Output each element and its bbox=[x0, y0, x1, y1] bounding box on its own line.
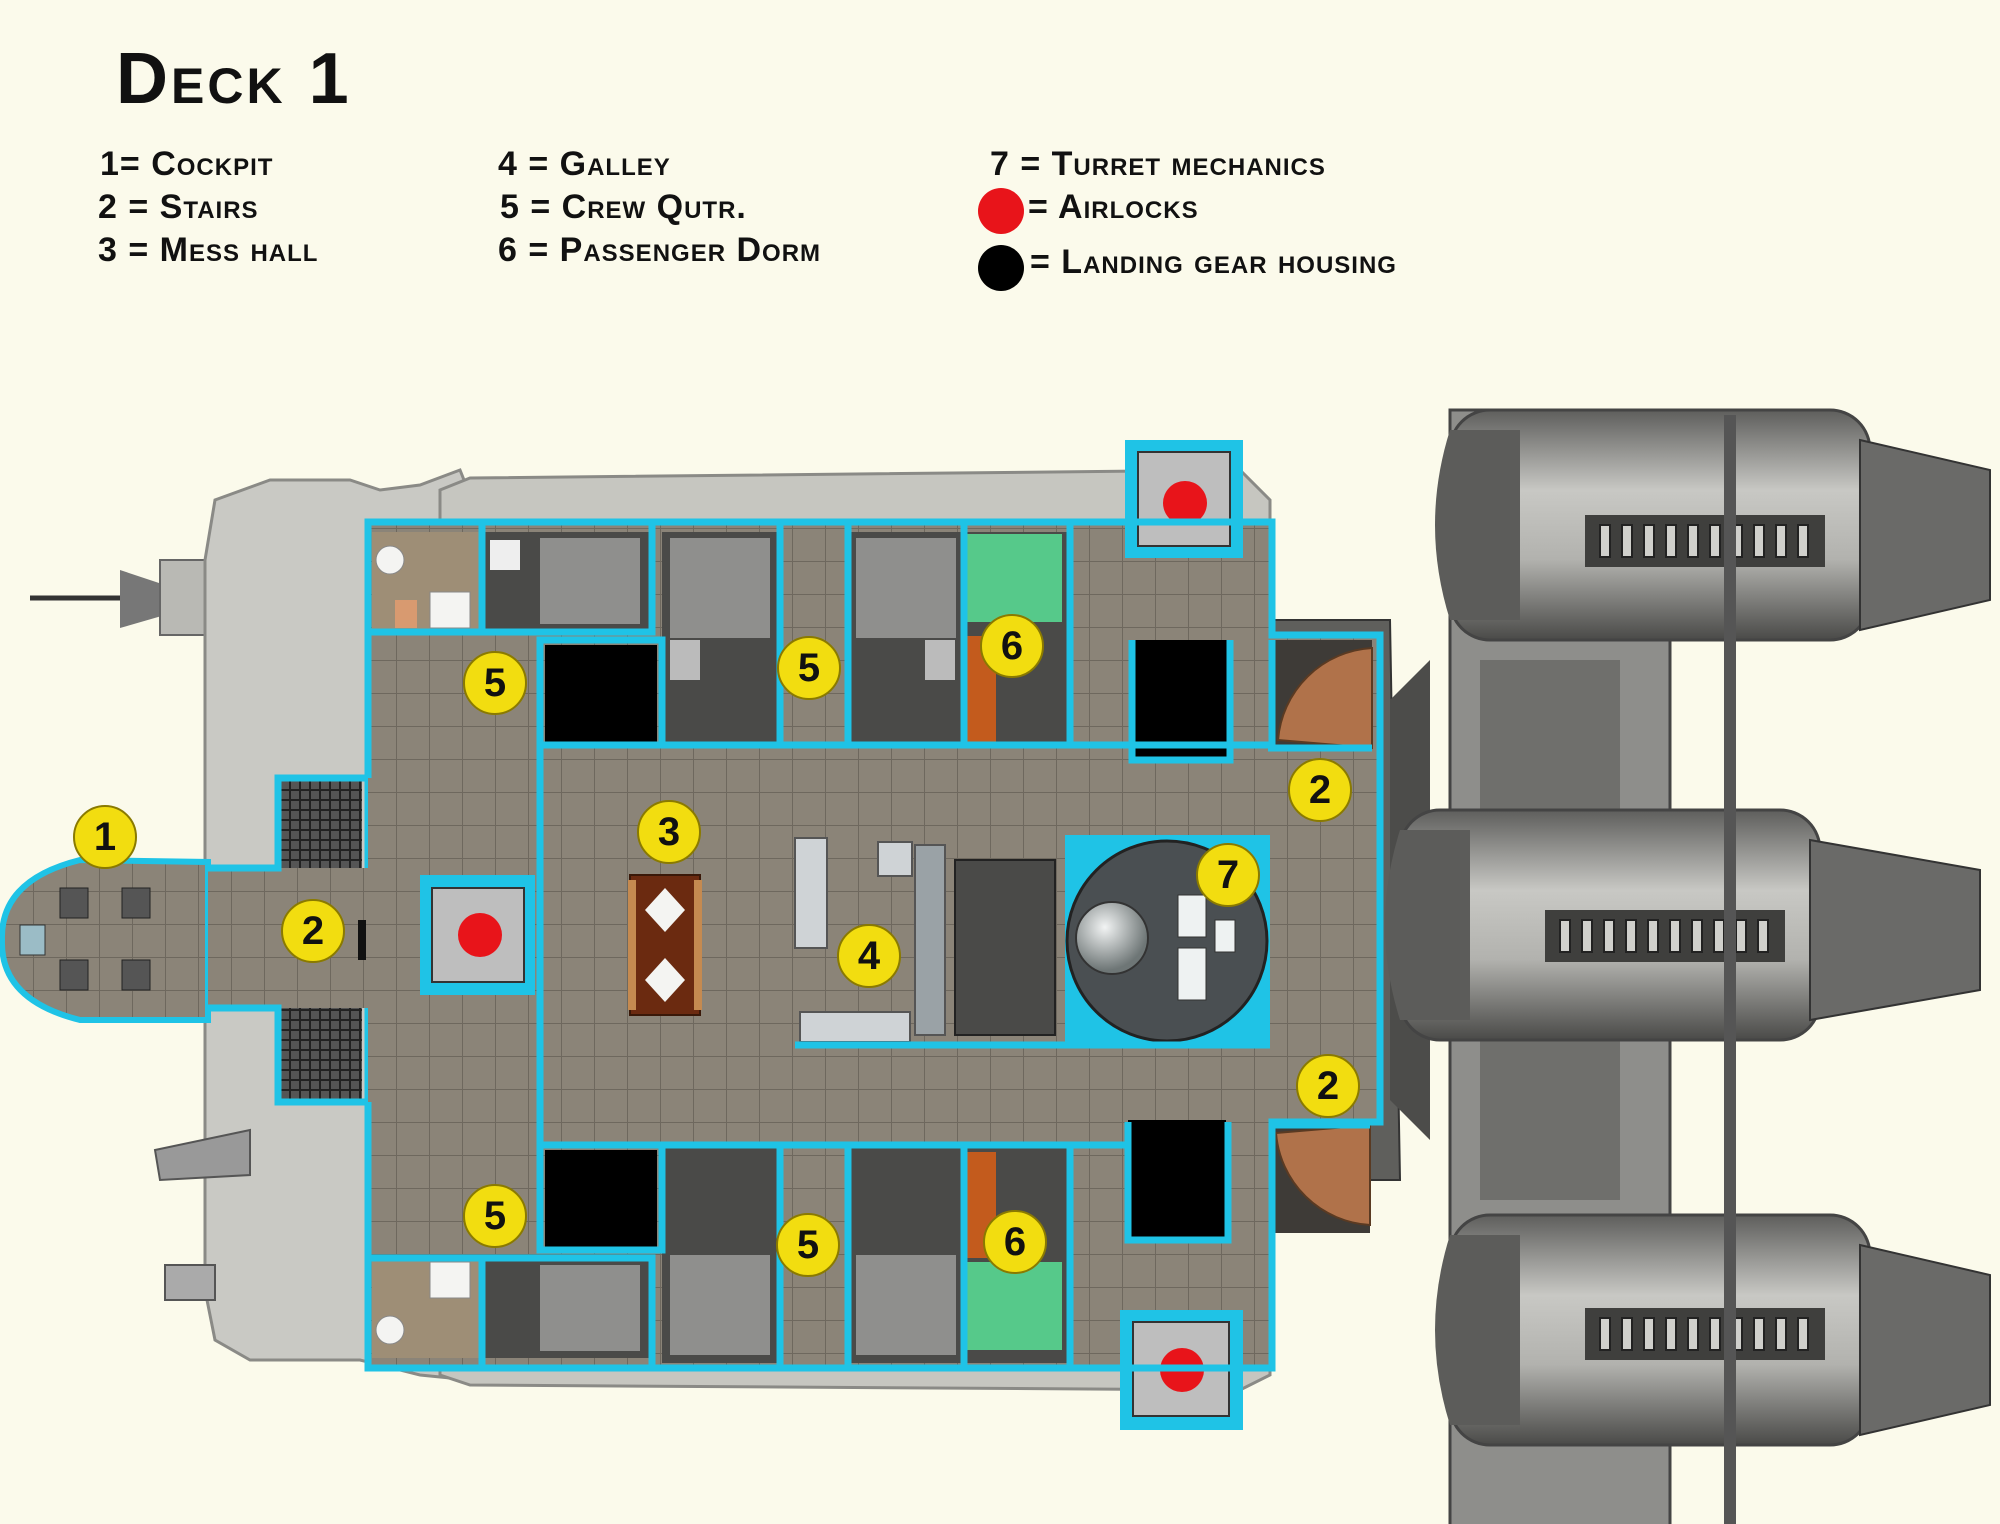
page-title: Deck 1 bbox=[116, 39, 352, 119]
badge-mess-hall: 3 bbox=[637, 800, 701, 864]
airlock-upper bbox=[1125, 440, 1243, 558]
badge-stairs-lower: 2 bbox=[1296, 1054, 1360, 1118]
walls bbox=[364, 518, 1384, 1372]
legend-landing-gear: = Landing gear housing bbox=[1030, 243, 1397, 281]
airlock-marker-fore bbox=[458, 913, 502, 957]
engine-block bbox=[1385, 408, 1991, 1524]
badge-dorm-upper: 6 bbox=[980, 614, 1044, 678]
badge-galley: 4 bbox=[837, 924, 901, 988]
legend-airlocks: = Airlocks bbox=[1028, 188, 1199, 226]
galley bbox=[794, 837, 1056, 1043]
badge-stairs-upper: 2 bbox=[1288, 758, 1352, 822]
airlock-fore bbox=[420, 875, 535, 995]
badge-cockpit: 1 bbox=[73, 805, 137, 869]
legend-mess-hall: 3 = Mess hall bbox=[98, 231, 319, 269]
landing-gear-housing-upper-left bbox=[545, 645, 657, 742]
legend-cockpit: 1= Cockpit bbox=[100, 145, 274, 183]
legend-galley: 4 = Galley bbox=[498, 145, 671, 183]
mess-hall-table bbox=[628, 874, 702, 1016]
lower-rooms bbox=[372, 1120, 1371, 1363]
upper-rooms bbox=[372, 532, 1373, 758]
landing-gear-housing-lower-left bbox=[545, 1150, 657, 1247]
airlock-marker-upper bbox=[1163, 481, 1207, 525]
legend-passenger-dorm: 6 = Passenger Dorm bbox=[498, 231, 822, 269]
badge-crew-lower-left: 5 bbox=[463, 1184, 527, 1248]
landing-gear-legend-icon bbox=[978, 245, 1024, 291]
badge-crew-upper-left: 5 bbox=[463, 651, 527, 715]
cockpit bbox=[0, 856, 211, 1023]
airlock-legend-icon bbox=[978, 188, 1024, 234]
badge-crew-upper-mid: 5 bbox=[777, 636, 841, 700]
legend-stairs: 2 = Stairs bbox=[98, 188, 259, 226]
legend-turret: 7 = Turret mechanics bbox=[990, 145, 1326, 183]
badge-dorm-lower: 6 bbox=[983, 1210, 1047, 1274]
stairs-upper bbox=[1272, 640, 1373, 750]
landing-gear-housing-upper-right bbox=[1132, 640, 1230, 758]
badge-turret: 7 bbox=[1196, 843, 1260, 907]
badge-crew-lower-mid: 5 bbox=[776, 1213, 840, 1277]
stairs-lower bbox=[1270, 1123, 1371, 1233]
landing-gear-housing-lower-right bbox=[1128, 1120, 1226, 1238]
legend-crew-quarters: 5 = Crew Qutr. bbox=[500, 188, 747, 226]
badge-stairs-fore: 2 bbox=[281, 899, 345, 963]
